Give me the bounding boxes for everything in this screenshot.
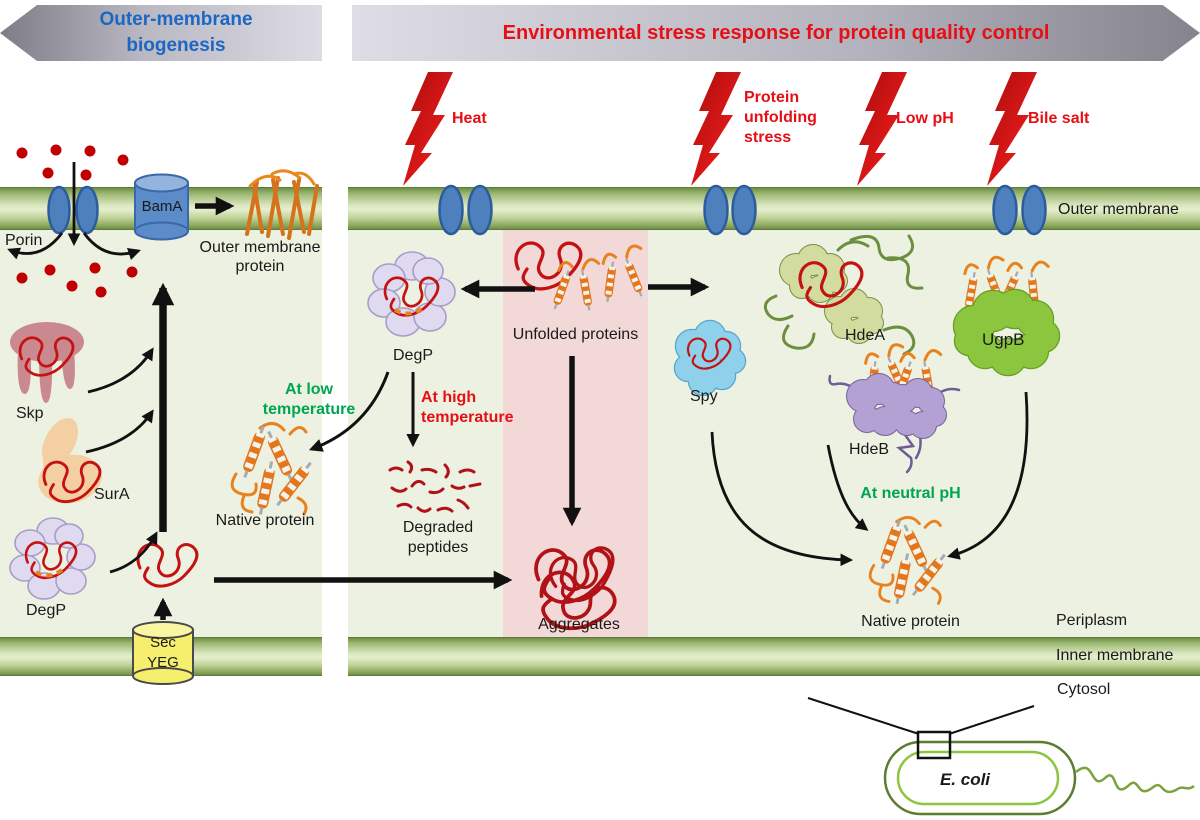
aggregates-label: Aggregates (538, 616, 620, 633)
inner-membrane-band-right (348, 637, 1200, 676)
degraded-peptides-label: Degraded peptides (402, 519, 474, 556)
heat-bolt-icon (403, 72, 453, 186)
degp-left-helix-bit (34, 568, 64, 578)
ecoli-label: E. coli (939, 770, 991, 789)
at-neutral-ph-label: At neutral pH (860, 485, 961, 502)
ugpb-label: UgpB (982, 330, 1025, 349)
native-protein-right-icon (870, 517, 949, 604)
low-temp-refold-arrow (308, 371, 390, 452)
degraded-peptides-icon (388, 460, 482, 513)
degp-right-icon (367, 251, 456, 337)
low-ph-label: Low pH (896, 110, 954, 127)
low-ph-bolt-icon (857, 72, 907, 186)
nascent-protein (136, 542, 199, 588)
degp-right-helix-bit (394, 306, 425, 316)
native-protein-left-label: Native protein (215, 512, 315, 529)
omp-barrel-icon (245, 169, 319, 240)
sura-handoff-arrow (85, 409, 154, 454)
secyeg-icon (132, 621, 194, 685)
zoom-region-box (916, 730, 952, 760)
hdea-label: HdeA (845, 327, 886, 344)
cytosol-label: Cytosol (1057, 681, 1111, 698)
bama-label: BamA (141, 198, 183, 215)
unfolded-partial-2 (598, 245, 646, 303)
at-low-temperature-label: At low temperature (262, 381, 356, 418)
sura-icon (38, 417, 102, 504)
skp-handoff-arrow (87, 347, 154, 394)
skp-label: Skp (16, 405, 44, 422)
ecoli-cell-icon (807, 697, 1195, 816)
degp-left-icon (9, 517, 96, 600)
native-protein-right-label: Native protein (861, 613, 960, 630)
native-protein-left-icon (232, 423, 315, 515)
small-molecule-dots (16, 144, 138, 298)
bile-salt-bolt-icon (987, 72, 1037, 186)
right-membrane-porins (438, 184, 1047, 236)
banner-right-text: Environmental stress response for protei… (502, 21, 1050, 44)
spy-release-arrow (710, 431, 854, 567)
porin-label: Porin (5, 232, 43, 249)
porin-diffuse-right-arrow (82, 232, 141, 260)
banner-outer-membrane-biogenesis: Outer-membrane biogenesis (0, 5, 322, 61)
porin-diffuse-left-arrow (7, 232, 64, 260)
porin-icon (47, 185, 99, 235)
at-high-temperature-label: At high temperature (421, 389, 514, 426)
spy-label: Spy (690, 388, 718, 405)
to-assembly-arrow (109, 531, 158, 574)
flagellum-icon (1075, 766, 1195, 794)
secyeg-label: Sec YEG (147, 634, 179, 671)
degp-right-label: DegP (392, 347, 434, 364)
hdeb-label: HdeB (849, 441, 890, 458)
degp-left-label: DegP (26, 602, 67, 619)
unfolding-stress-bolt-icon (691, 72, 741, 186)
banner-stress-response: Environmental stress response for protei… (352, 5, 1200, 61)
skp-icon (10, 322, 84, 403)
ugpb-release-arrow (947, 391, 1029, 560)
periplasm-label: Periplasm (1056, 612, 1128, 629)
outer-membrane-label: Outer membrane (1058, 201, 1179, 218)
bama-icon (134, 173, 189, 241)
banner-left-text: Outer-membrane biogenesis (99, 9, 253, 56)
bile-salt-label: Bile salt (1028, 110, 1090, 127)
inner-membrane-label: Inner membrane (1056, 647, 1174, 664)
hdeb-release-arrow (826, 444, 869, 531)
heat-label: Heat (452, 110, 487, 127)
unfolded-proteins-label: Unfolded proteins (512, 326, 639, 343)
sura-label: SurA (94, 486, 130, 503)
omp-label: Outer membrane protein (199, 239, 321, 276)
hdea-squiggles (763, 234, 924, 356)
unfolding-stress-label: Protein unfolding stress (744, 89, 817, 146)
